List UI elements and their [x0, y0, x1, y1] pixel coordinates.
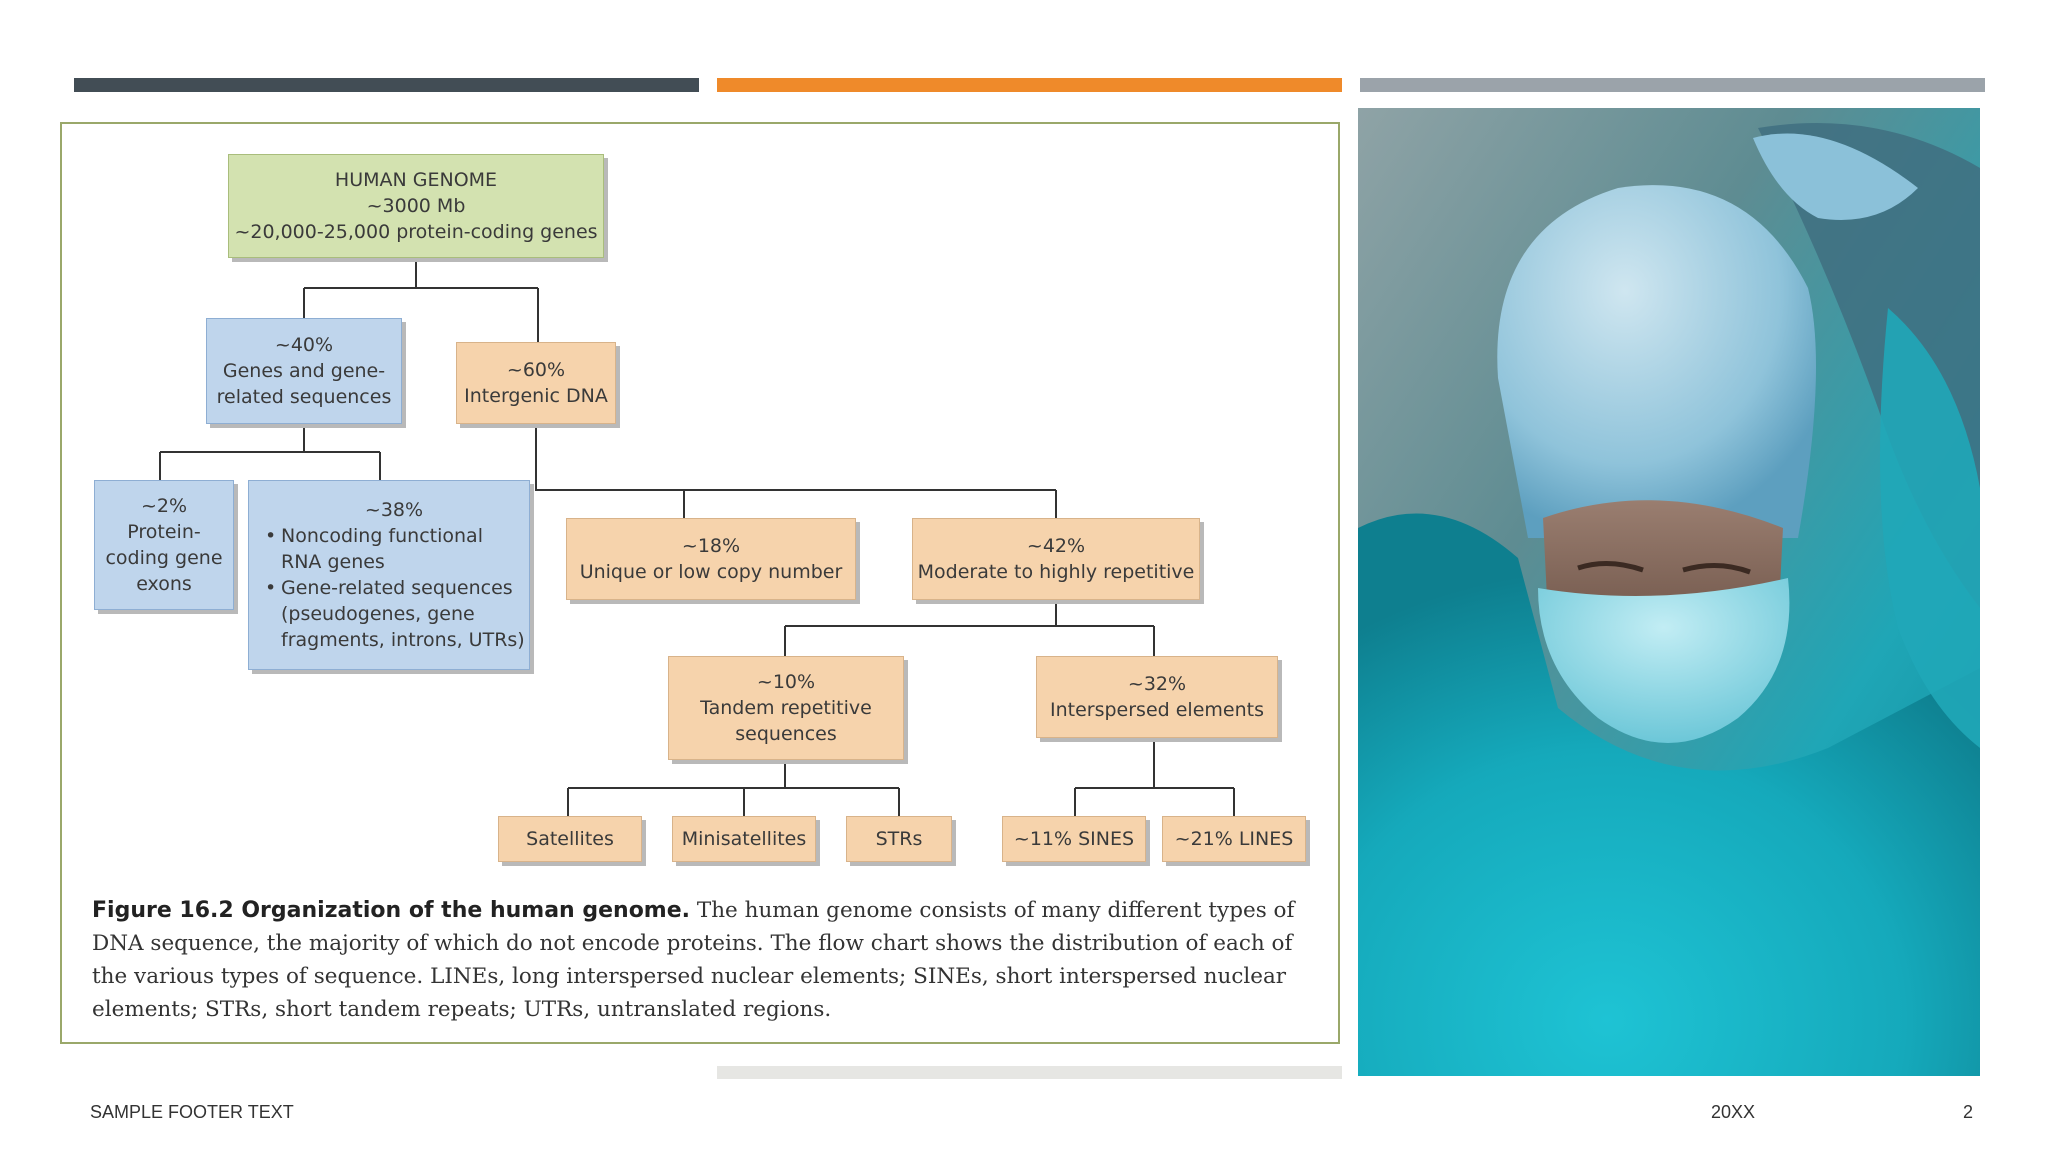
- node-genes-label-2: related sequences: [216, 386, 392, 408]
- node-coding-label-2: coding gene: [105, 547, 223, 569]
- node-sines-label: ~11% SINES: [1013, 828, 1135, 850]
- connector-repetitive: [784, 600, 1155, 656]
- node-intergenic-pct: ~60%: [506, 359, 566, 381]
- node-repetitive: ~42% Moderate to highly repetitive: [912, 518, 1200, 600]
- connector-intergenic: [535, 424, 1057, 518]
- node-lines: ~21% LINES: [1162, 816, 1306, 862]
- node-tandem-pct: ~10%: [756, 671, 816, 693]
- node-genes: ~40% Genes and gene- related sequences: [206, 318, 402, 424]
- node-repetitive-label: Moderate to highly repetitive: [917, 561, 1195, 583]
- node-intergenic-label: Intergenic DNA: [464, 385, 608, 407]
- node-human-genome: HUMAN GENOME ~3000 Mb ~20,000-25,000 pro…: [228, 154, 604, 258]
- genome-figure: HUMAN GENOME ~3000 Mb ~20,000-25,000 pro…: [60, 122, 1340, 1044]
- node-interspersed: ~32% Interspersed elements: [1036, 656, 1278, 738]
- node-tandem-label-1: Tandem repetitive: [700, 697, 872, 719]
- node-minisatellites: Minisatellites: [672, 816, 816, 862]
- surgeon-illustration: [1358, 108, 1980, 1076]
- node-noncoding-bullet-1: Noncoding functional RNA genes: [265, 523, 529, 575]
- node-human-genome-size: ~3000 Mb: [366, 195, 466, 217]
- node-noncoding-list: Noncoding functional RNA genes Gene-rela…: [259, 523, 529, 653]
- node-noncoding-bullet-2: Gene-related sequences (pseudogenes, gen…: [265, 575, 529, 653]
- node-coding-pct: ~2%: [140, 495, 188, 517]
- node-coding-exons: ~2% Protein- coding gene exons: [94, 480, 234, 610]
- node-unique-label: Unique or low copy number: [579, 561, 843, 583]
- node-satellites-label: Satellites: [526, 828, 614, 850]
- node-genes-pct: ~40%: [274, 334, 334, 356]
- node-tandem-label-2: sequences: [735, 723, 837, 745]
- figure-caption-label: Figure 16.2 Organization of the human ge…: [92, 898, 691, 923]
- node-intergenic: ~60% Intergenic DNA: [456, 342, 616, 424]
- footer-text: SAMPLE FOOTER TEXT: [90, 1102, 294, 1122]
- connector-tandem: [567, 760, 900, 816]
- node-sines: ~11% SINES: [1002, 816, 1146, 862]
- node-unique: ~18% Unique or low copy number: [566, 518, 856, 600]
- node-human-genome-title: HUMAN GENOME: [334, 169, 498, 191]
- connector-genes: [159, 424, 381, 480]
- figure-caption-text: The human genome consists of many differ…: [92, 898, 1295, 1022]
- surgeon-photo: [1358, 108, 1980, 1076]
- node-satellites: Satellites: [498, 816, 642, 862]
- figure-caption: Figure 16.2 Organization of the human ge…: [92, 894, 1317, 1026]
- connector-root: [303, 260, 539, 342]
- footer-date: 20XX: [1711, 1102, 1756, 1122]
- node-tandem: ~10% Tandem repetitive sequences: [668, 656, 904, 760]
- node-coding-label-1: Protein-: [127, 521, 201, 543]
- page-number: 2: [1963, 1102, 1974, 1122]
- node-strs: STRs: [846, 816, 952, 862]
- node-repetitive-pct: ~42%: [1026, 535, 1086, 557]
- node-noncoding: ~38% Noncoding functional RNA genes Gene…: [248, 480, 530, 670]
- accent-bar-orange: [717, 78, 1342, 92]
- flowchart-connectors: [159, 260, 1235, 816]
- node-lines-label: ~21% LINES: [1174, 828, 1294, 850]
- node-unique-pct: ~18%: [681, 535, 741, 557]
- accent-bar-light: [717, 1066, 1342, 1079]
- node-human-genome-genes: ~20,000-25,000 protein-coding genes: [234, 221, 598, 243]
- node-genes-label-1: Genes and gene-: [222, 360, 386, 382]
- node-interspersed-pct: ~32%: [1127, 673, 1187, 695]
- node-interspersed-label: Interspersed elements: [1050, 699, 1264, 721]
- connector-interspersed: [1074, 738, 1235, 816]
- accent-bar-dark: [74, 78, 699, 92]
- node-strs-label: STRs: [875, 828, 923, 850]
- node-coding-label-3: exons: [136, 573, 192, 595]
- node-noncoding-pct: ~38%: [364, 499, 424, 521]
- accent-bar-gray: [1360, 78, 1985, 92]
- node-minisatellites-label: Minisatellites: [681, 828, 807, 850]
